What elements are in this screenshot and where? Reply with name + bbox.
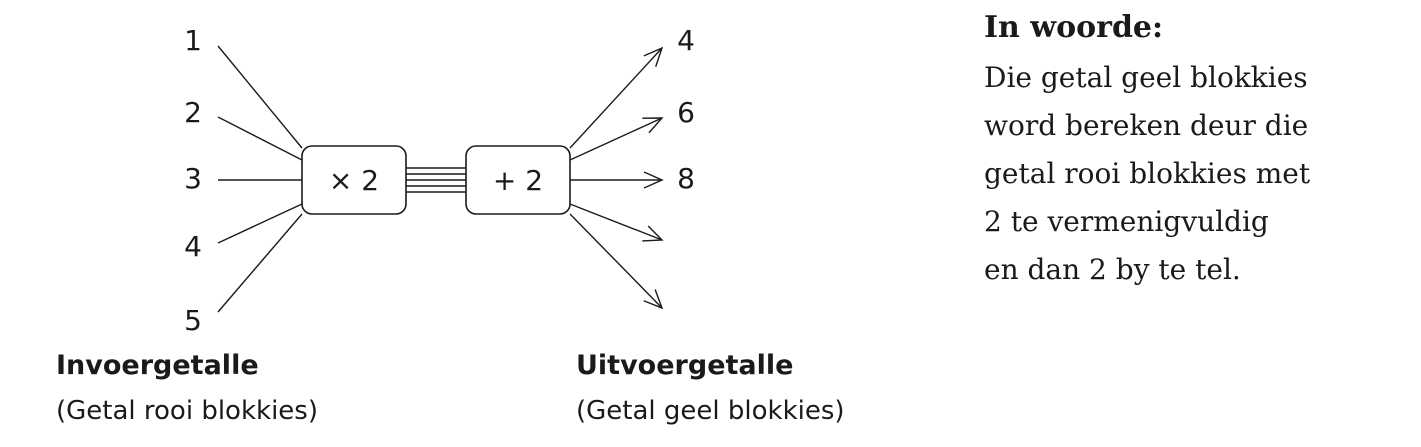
output-arrow-2	[569, 117, 664, 161]
multiply-label: × 2	[329, 164, 379, 197]
in-words-line-4: 2 te vermenigvuldig	[984, 205, 1269, 238]
in-words-line-3: getal rooi blokkies met	[984, 157, 1311, 190]
input-line-1	[217, 45, 303, 149]
in-words-line-2: word bereken deur die	[984, 109, 1309, 142]
input-number-3: 3	[184, 162, 202, 195]
output-number-2: 6	[677, 96, 695, 129]
input-caption-title: Invoergetalle	[56, 350, 259, 381]
input-line-4	[217, 203, 303, 244]
output-caption-title: Uitvoergetalle	[576, 350, 794, 381]
add-label: + 2	[493, 164, 543, 197]
output-arrow-5	[569, 213, 664, 310]
in-words-line-5: en dan 2 by te tel.	[984, 253, 1241, 286]
in-words-line-1: Die getal geel blokkies	[984, 61, 1308, 94]
connector-lines	[406, 167, 466, 193]
input-number-5: 5	[184, 304, 202, 337]
in-words-panel: In woorde: Die getal geel blokkies word …	[984, 8, 1404, 294]
in-words-title: In woorde:	[984, 10, 1164, 45]
output-arrow-4	[569, 203, 664, 242]
input-number-2: 2	[184, 96, 202, 129]
output-caption-subtitle: (Getal geel blokkies)	[576, 396, 845, 426]
output-number-1: 4	[677, 24, 695, 57]
output-number-3: 8	[677, 162, 695, 195]
input-line-5	[217, 213, 303, 313]
input-number-4: 4	[184, 230, 202, 263]
output-arrow-1	[569, 46, 664, 149]
input-line-2	[217, 116, 303, 161]
input-number-1: 1	[184, 24, 202, 57]
input-caption-subtitle: (Getal rooi blokkies)	[56, 396, 318, 426]
